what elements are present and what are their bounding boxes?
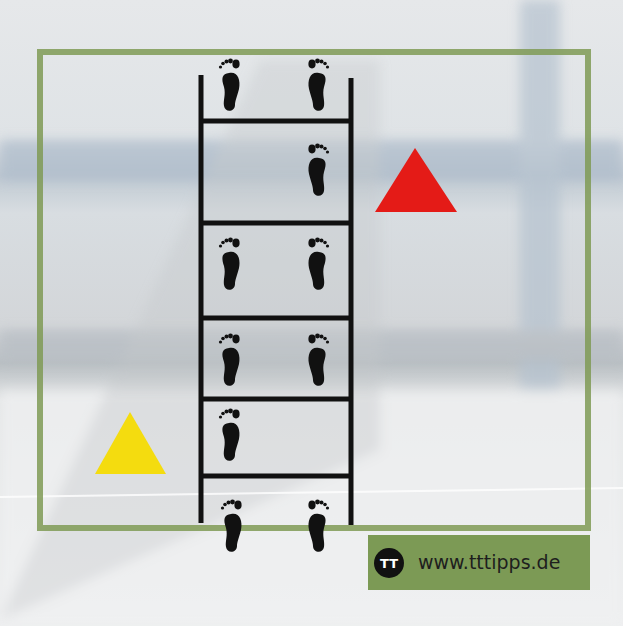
logo-badge: TT: [374, 548, 404, 578]
agility-ladder: [201, 75, 351, 525]
field-border: [40, 52, 588, 528]
website-url: www.tttipps.de: [418, 553, 560, 572]
yellow-cone: [95, 412, 166, 474]
floor-line: [0, 488, 623, 497]
red-cone: [375, 148, 457, 212]
url-banner: www.tttipps.de TT: [368, 535, 590, 590]
logo-text: TT: [380, 557, 398, 570]
footprints: [219, 59, 329, 552]
